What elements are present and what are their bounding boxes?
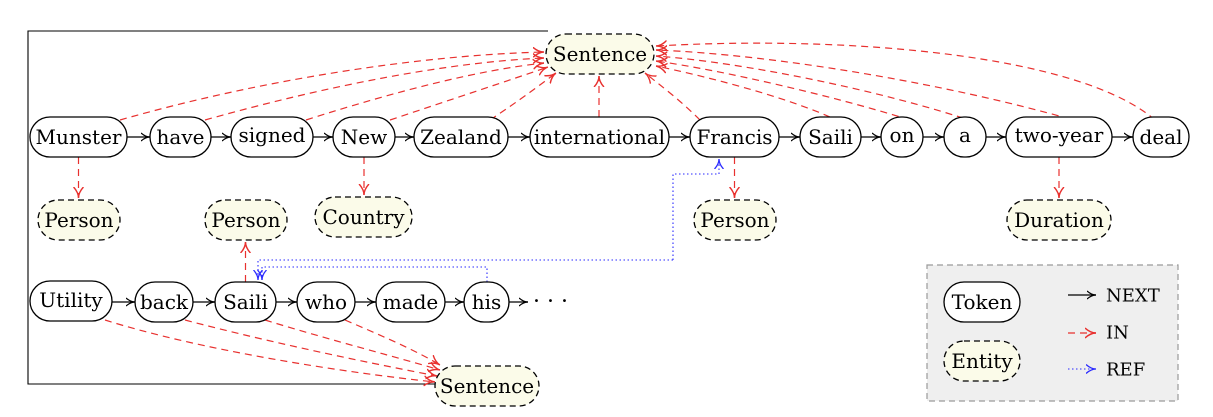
token-munster: Munster xyxy=(29,116,128,158)
token-a: a xyxy=(943,116,987,158)
entity-country: Country xyxy=(314,196,413,238)
svg-text:Country: Country xyxy=(322,205,405,229)
token-zealand: Zealand xyxy=(413,116,509,158)
legend-token: Token xyxy=(943,281,1021,323)
svg-text:New: New xyxy=(341,125,387,149)
token-made: made xyxy=(375,281,446,323)
in-edge-sentence-top-10 xyxy=(656,50,1071,120)
entity-person-munster: Person xyxy=(37,199,121,241)
svg-text:who: who xyxy=(305,290,347,314)
token-on: on xyxy=(880,116,924,158)
continuation-ellipsis: · · · xyxy=(533,290,568,315)
svg-text:Francis: Francis xyxy=(696,125,772,149)
svg-text:his: his xyxy=(472,290,502,314)
edge-layer xyxy=(79,43,1156,382)
token-saili: Saili xyxy=(799,116,862,158)
svg-text:international: international xyxy=(534,125,665,149)
in-edge-sentence-top-9 xyxy=(656,56,976,123)
token-utility: Utility xyxy=(29,280,113,322)
svg-text:Saili: Saili xyxy=(808,125,853,149)
svg-text:made: made xyxy=(383,290,439,314)
sentence-node-bottom: Sentence xyxy=(434,365,540,407)
legend-in-label: IN xyxy=(1106,323,1129,344)
svg-text:Zealand: Zealand xyxy=(420,125,502,149)
in-edge-sentence-top-6 xyxy=(645,73,701,121)
svg-text:back: back xyxy=(140,290,189,314)
svg-text:deal: deal xyxy=(1140,125,1183,149)
svg-text:Sentence: Sentence xyxy=(553,42,647,66)
ref-edge-his-saili xyxy=(262,266,488,282)
legend-ref-label: REF xyxy=(1106,360,1145,381)
token-new: New xyxy=(332,116,396,158)
entity-duration: Duration xyxy=(1006,199,1112,241)
token-deal: deal xyxy=(1132,116,1190,158)
sentence-node-top: Sentence xyxy=(545,33,655,75)
ref-edge-saili-francis xyxy=(672,159,719,260)
token-back: back xyxy=(134,281,194,323)
in-edge-sentence-bottom-0 xyxy=(104,319,435,382)
svg-text:Saili: Saili xyxy=(223,290,268,314)
token-saili-2: Saili xyxy=(214,281,277,323)
svg-text:Munster: Munster xyxy=(36,125,122,149)
svg-text:Duration: Duration xyxy=(1014,208,1104,232)
frame-line xyxy=(27,30,548,385)
in-edge-sentence-top-4 xyxy=(489,73,556,121)
token-his: his xyxy=(463,281,510,323)
svg-text:Person: Person xyxy=(44,208,113,232)
in-edge-sentence-bottom-3 xyxy=(344,319,440,365)
in-edge-sentence-top-11 xyxy=(656,43,1156,121)
in-edge-sentence-top-1 xyxy=(204,58,544,121)
svg-text:Person: Person xyxy=(700,208,769,232)
token-have: have xyxy=(149,116,212,158)
in-edge-sentence-top-2 xyxy=(305,63,544,121)
svg-text:Entity: Entity xyxy=(951,349,1013,373)
legend-next-label: NEXT xyxy=(1106,286,1160,307)
legend-entity: Entity xyxy=(943,340,1021,382)
token-two-year: two-year xyxy=(1005,116,1113,158)
token-signed: signed xyxy=(230,116,314,158)
token-francis: Francis xyxy=(689,116,780,158)
token-who: who xyxy=(296,281,356,323)
svg-text:two-year: two-year xyxy=(1015,123,1104,147)
svg-text:Utility: Utility xyxy=(39,288,103,312)
svg-text:Person: Person xyxy=(211,208,280,232)
in-edge-sentence-top-0 xyxy=(119,52,544,121)
svg-text:a: a xyxy=(959,123,971,147)
svg-text:Sentence: Sentence xyxy=(440,374,534,398)
in-edge-sentence-top-8 xyxy=(656,61,911,121)
in-edge-sentence-bottom-2 xyxy=(264,319,440,370)
token-international: international xyxy=(529,116,670,158)
svg-text:Token: Token xyxy=(952,290,1013,314)
in-edge-sentence-bottom-1 xyxy=(184,319,437,376)
svg-text:on: on xyxy=(890,123,915,147)
entity-person-francis: Person xyxy=(693,199,777,241)
entity-person-saili: Person xyxy=(204,199,288,241)
svg-text:have: have xyxy=(157,125,205,149)
legend: Token Entity NEXT IN REF xyxy=(926,264,1179,402)
svg-text:signed: signed xyxy=(239,123,306,147)
ref-edge-saili-line xyxy=(258,259,673,280)
